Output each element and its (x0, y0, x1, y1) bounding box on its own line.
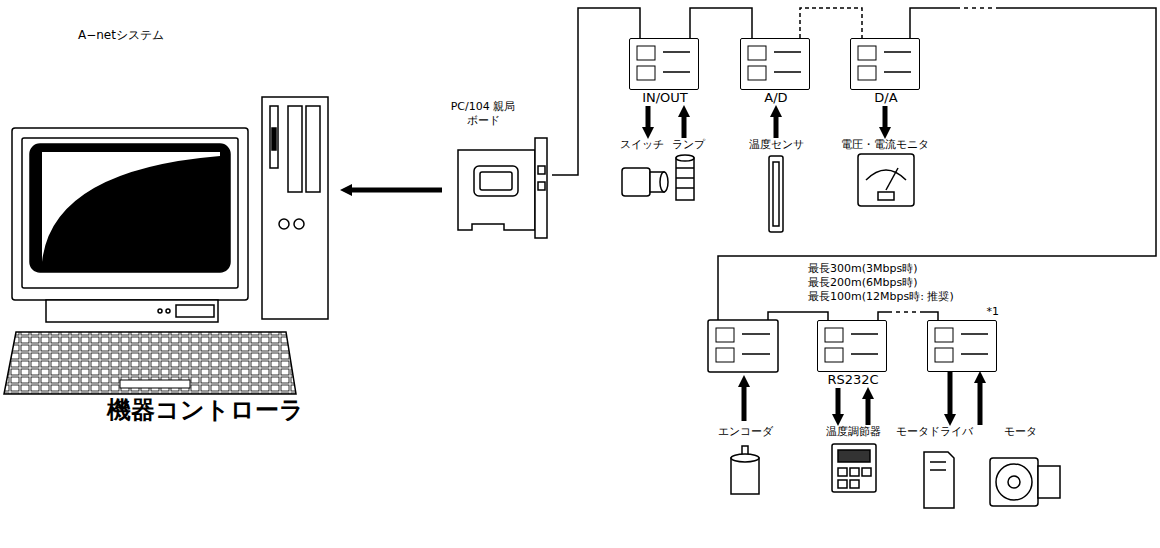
io-module: A/D (740, 38, 812, 106)
signal-arrow (948, 372, 953, 414)
master-board: PC/104 親局ボード (442, 100, 552, 242)
node-label: エンコーダ (711, 425, 779, 439)
node-label: ランプ (669, 138, 707, 152)
icon-area (894, 439, 974, 525)
node-label: A/D (740, 90, 812, 106)
module-box (740, 38, 810, 90)
device: 温度センサ (745, 138, 807, 248)
signal-arrow (742, 387, 747, 421)
bus-cable (800, 8, 862, 38)
node-label: 機器コントローラ (0, 395, 341, 425)
module-box (629, 38, 699, 90)
signal-arrow (682, 117, 687, 138)
icon-area (0, 95, 341, 395)
node-label: スイッチ (615, 138, 669, 152)
icon-area (442, 128, 552, 242)
device-illustrations (622, 154, 1060, 508)
io-module: D/A (850, 38, 922, 106)
icon-area (821, 439, 885, 509)
bus-wiring (718, 8, 1156, 320)
cable-length-note: 最長300m(3Mbps時) (808, 262, 917, 276)
node-label: IN/OUT (629, 90, 701, 106)
io-module: IN/OUT (629, 38, 701, 106)
module-box (927, 320, 997, 372)
module-box (817, 320, 887, 372)
signal-arrow (836, 388, 841, 414)
icon-area (669, 152, 707, 214)
system-name: A−netシステム (78, 28, 164, 42)
module-face (851, 39, 918, 88)
board-illustration (458, 138, 547, 238)
node-label: *1 (927, 304, 999, 320)
device: 温度調節器 (821, 425, 885, 509)
module-face (741, 39, 808, 88)
node-label: RS232C (817, 372, 889, 388)
device: 電圧・電流モニタ (838, 138, 932, 222)
controller-pc: 機器コントローラ (0, 95, 341, 425)
device: エンコーダ (711, 425, 779, 511)
device: モータドライバ (894, 425, 974, 525)
signal-arrow (646, 106, 651, 127)
signal-arrow (774, 117, 779, 138)
device: スイッチ (615, 138, 669, 214)
computer-illustration (4, 97, 328, 394)
module-face (818, 321, 885, 370)
module-face (630, 39, 697, 88)
node-label: モータドライバ (894, 425, 974, 439)
node-label: 電圧・電流モニタ (838, 138, 932, 152)
signal-arrow (352, 188, 442, 193)
icon-area (711, 439, 779, 511)
node-label: 温度センサ (745, 138, 807, 152)
module-face (928, 321, 995, 370)
module-box (850, 38, 920, 90)
encoder-module (708, 320, 778, 372)
signal-arrow (883, 106, 888, 127)
io-module: *1 (927, 304, 999, 372)
node-label: モータ (974, 425, 1066, 439)
icon-area (745, 152, 807, 248)
icon-area (615, 152, 669, 214)
icon-area (974, 439, 1066, 525)
device: ランプ (669, 138, 707, 214)
device: モータ (974, 425, 1066, 525)
signal-arrow (866, 399, 871, 425)
bus-cable (690, 8, 752, 38)
cable-length-note: 最長200m(6Mbps時) (808, 276, 917, 290)
signal-arrow (978, 383, 983, 425)
cable-length-note: 最長100m(12Mbps時: 推奨) (808, 290, 954, 304)
node-label: D/A (850, 90, 922, 106)
icon-area (838, 152, 932, 222)
io-module: RS232C (817, 320, 889, 388)
node-label: 温度調節器 (821, 425, 885, 439)
node-label: PC/104 親局ボード (448, 100, 518, 128)
